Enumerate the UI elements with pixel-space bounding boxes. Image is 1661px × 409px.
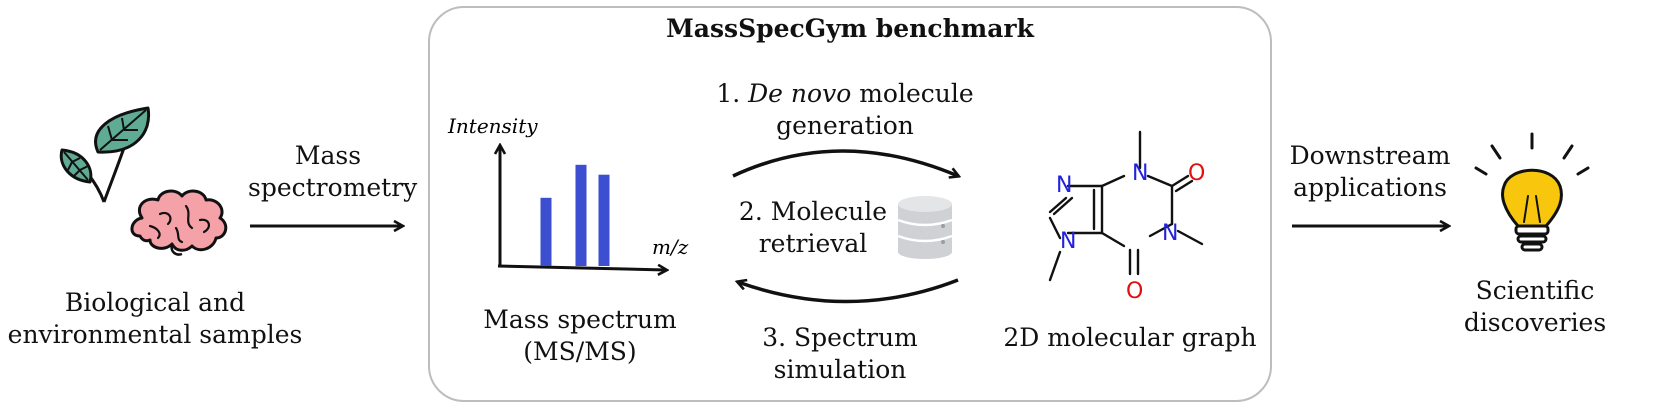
task-generation-italic: De novo	[748, 79, 852, 108]
downstream-line2: applications	[1293, 173, 1447, 202]
input-samples-label: Biological and environmental samples	[0, 287, 310, 351]
task-simulation-line1: 3. Spectrum	[762, 323, 918, 352]
benchmark-frame	[428, 6, 1272, 402]
brain-icon	[130, 189, 228, 256]
task-simulation-label: 3. Spectrum simulation	[750, 322, 930, 386]
spectrum-peak	[540, 197, 552, 266]
spectrum-y-label: Intensity	[447, 114, 538, 138]
lightbulb-icon	[1474, 132, 1590, 252]
task-retrieval-line1: 2. Molecule	[738, 197, 888, 226]
atom-o-right: O	[1188, 161, 1205, 186]
atom-n-right: N	[1162, 221, 1178, 246]
molecule-caption: 2D molecular graph	[1003, 323, 1257, 352]
input-samples-line1: Biological and	[64, 288, 246, 317]
generation-arrow	[732, 149, 958, 176]
atom-o-bottom: O	[1126, 279, 1143, 304]
mass-spectrometry-label: Mass spectrometry	[248, 140, 418, 204]
atom-n-top: N	[1132, 161, 1148, 186]
molecule-structure	[1048, 130, 1204, 282]
leaves-icon	[59, 106, 151, 203]
benchmark-title: MassSpecGym benchmark	[666, 14, 1034, 43]
task-generation-line1: 1. De novo molecule	[700, 78, 990, 110]
spectrum-axes	[498, 146, 666, 270]
task-retrieval-line2: retrieval	[758, 229, 868, 258]
task-simulation-line2: simulation	[773, 355, 907, 384]
task-generation-number: 1.	[716, 79, 741, 108]
mass-spectrometry-line2: spectrometry	[248, 173, 418, 202]
spectrum-caption: Mass spectrum (MS/MS)	[460, 304, 700, 368]
spectrum-bars	[540, 164, 610, 266]
task-generation-line2: generation	[776, 111, 914, 140]
database-icon	[897, 196, 953, 259]
atom-n-bottom-left: N	[1060, 229, 1076, 254]
spectrum-peak	[598, 174, 610, 266]
simulation-arrow	[738, 278, 959, 304]
task-generation-label: 1. De novo molecule generation	[700, 78, 990, 142]
atom-n-top-left: N	[1056, 173, 1072, 198]
downstream-label: Downstream applications	[1280, 140, 1460, 204]
spectrum-peak	[575, 164, 587, 266]
output-discoveries-line2: discoveries	[1463, 308, 1607, 337]
task-generation-rest: molecule	[859, 79, 974, 108]
output-discoveries-line1: Scientific	[1475, 276, 1595, 305]
spectrum-caption-line2: (MS/MS)	[523, 337, 637, 366]
spectrum-x-label: m/z	[652, 235, 689, 259]
output-discoveries-label: Scientific discoveries	[1460, 275, 1610, 339]
downstream-line1: Downstream	[1289, 141, 1451, 170]
task-retrieval-label: 2. Molecule retrieval	[728, 196, 898, 260]
input-samples-line2: environmental samples	[7, 320, 303, 349]
spectrum-caption-line1: Mass spectrum	[483, 305, 677, 334]
mass-spectrometry-line1: Mass	[294, 141, 362, 170]
